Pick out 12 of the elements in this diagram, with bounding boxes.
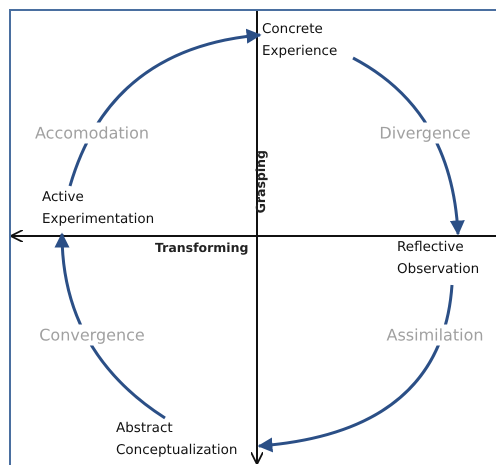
stage-label: Reflective Observation	[397, 236, 495, 280]
edge-label: Convergence	[37, 324, 147, 346]
cycle-arrow	[258, 284, 454, 452]
stage-label: Abstract Conceptualization	[116, 417, 257, 461]
axis-label: Transforming	[155, 240, 248, 255]
axis-label: Grasping	[253, 150, 268, 214]
cycle-arrow	[352, 56, 464, 236]
cycle-arrow	[68, 29, 262, 186]
edge-label: Assimilation	[384, 324, 486, 346]
stage-label: Concrete Experience	[262, 18, 357, 62]
cycle-arrow	[55, 232, 166, 420]
stage-label: Active Experimentation	[42, 186, 167, 230]
